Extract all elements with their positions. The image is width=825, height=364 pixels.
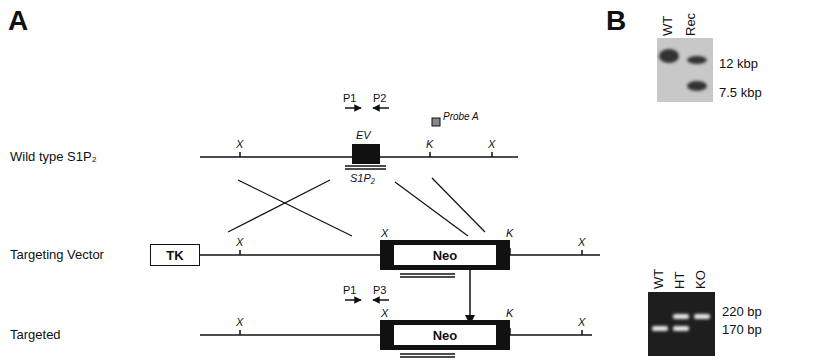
- construct-name: Targeted: [10, 328, 61, 342]
- southern-blot: [657, 38, 713, 102]
- lane-name: WT: [661, 16, 675, 36]
- exon-blocks: [352, 144, 510, 350]
- step-arrow: [469, 266, 471, 324]
- site-name: EV: [356, 129, 371, 141]
- site-name: X: [488, 138, 495, 150]
- cassette-name: Neo: [433, 328, 458, 343]
- lane-name: HT: [673, 272, 687, 289]
- site-name: X: [236, 236, 243, 248]
- site-name: X: [236, 138, 243, 150]
- site-name: K: [506, 307, 513, 319]
- tk-cassette: TK: [150, 244, 200, 266]
- probe-name: Probe A: [443, 111, 479, 122]
- primer-name: P3: [373, 284, 386, 296]
- site-name: X: [381, 227, 388, 239]
- construct-name: Targeting Vector: [10, 248, 104, 262]
- cassette-name: Neo: [433, 248, 458, 263]
- neo-cassette: Neo: [393, 324, 497, 346]
- primer-name: P1: [343, 92, 356, 104]
- site-name: K: [426, 138, 433, 150]
- primer-name: P2: [373, 92, 386, 104]
- size-marker: 220 bp: [722, 305, 762, 319]
- neo-cassette: Neo: [393, 244, 497, 266]
- lane-name: KO: [694, 270, 708, 289]
- cassette-name: TK: [166, 248, 183, 263]
- size-marker: 7.5 kbp: [719, 86, 762, 100]
- site-name: X: [381, 307, 388, 319]
- site-name: X: [578, 236, 585, 248]
- primer-name: P1: [343, 284, 356, 296]
- site-name: K: [506, 227, 513, 239]
- construct-name: Wild type S1P₂: [10, 150, 97, 164]
- lane-name: WT: [652, 269, 666, 289]
- gene-name: S1P₂: [350, 172, 375, 184]
- site-name: X: [578, 316, 585, 328]
- constructs: [150, 108, 600, 357]
- label-letter: A: [8, 6, 28, 37]
- probe-mark: [432, 118, 440, 126]
- size-marker: 170 bp: [722, 323, 762, 337]
- label-letter: B: [606, 6, 626, 37]
- site-name: X: [236, 316, 243, 328]
- pcr-gel: [648, 292, 715, 356]
- lane-name: Rec: [684, 13, 698, 36]
- size-marker: 12 kbp: [719, 57, 758, 71]
